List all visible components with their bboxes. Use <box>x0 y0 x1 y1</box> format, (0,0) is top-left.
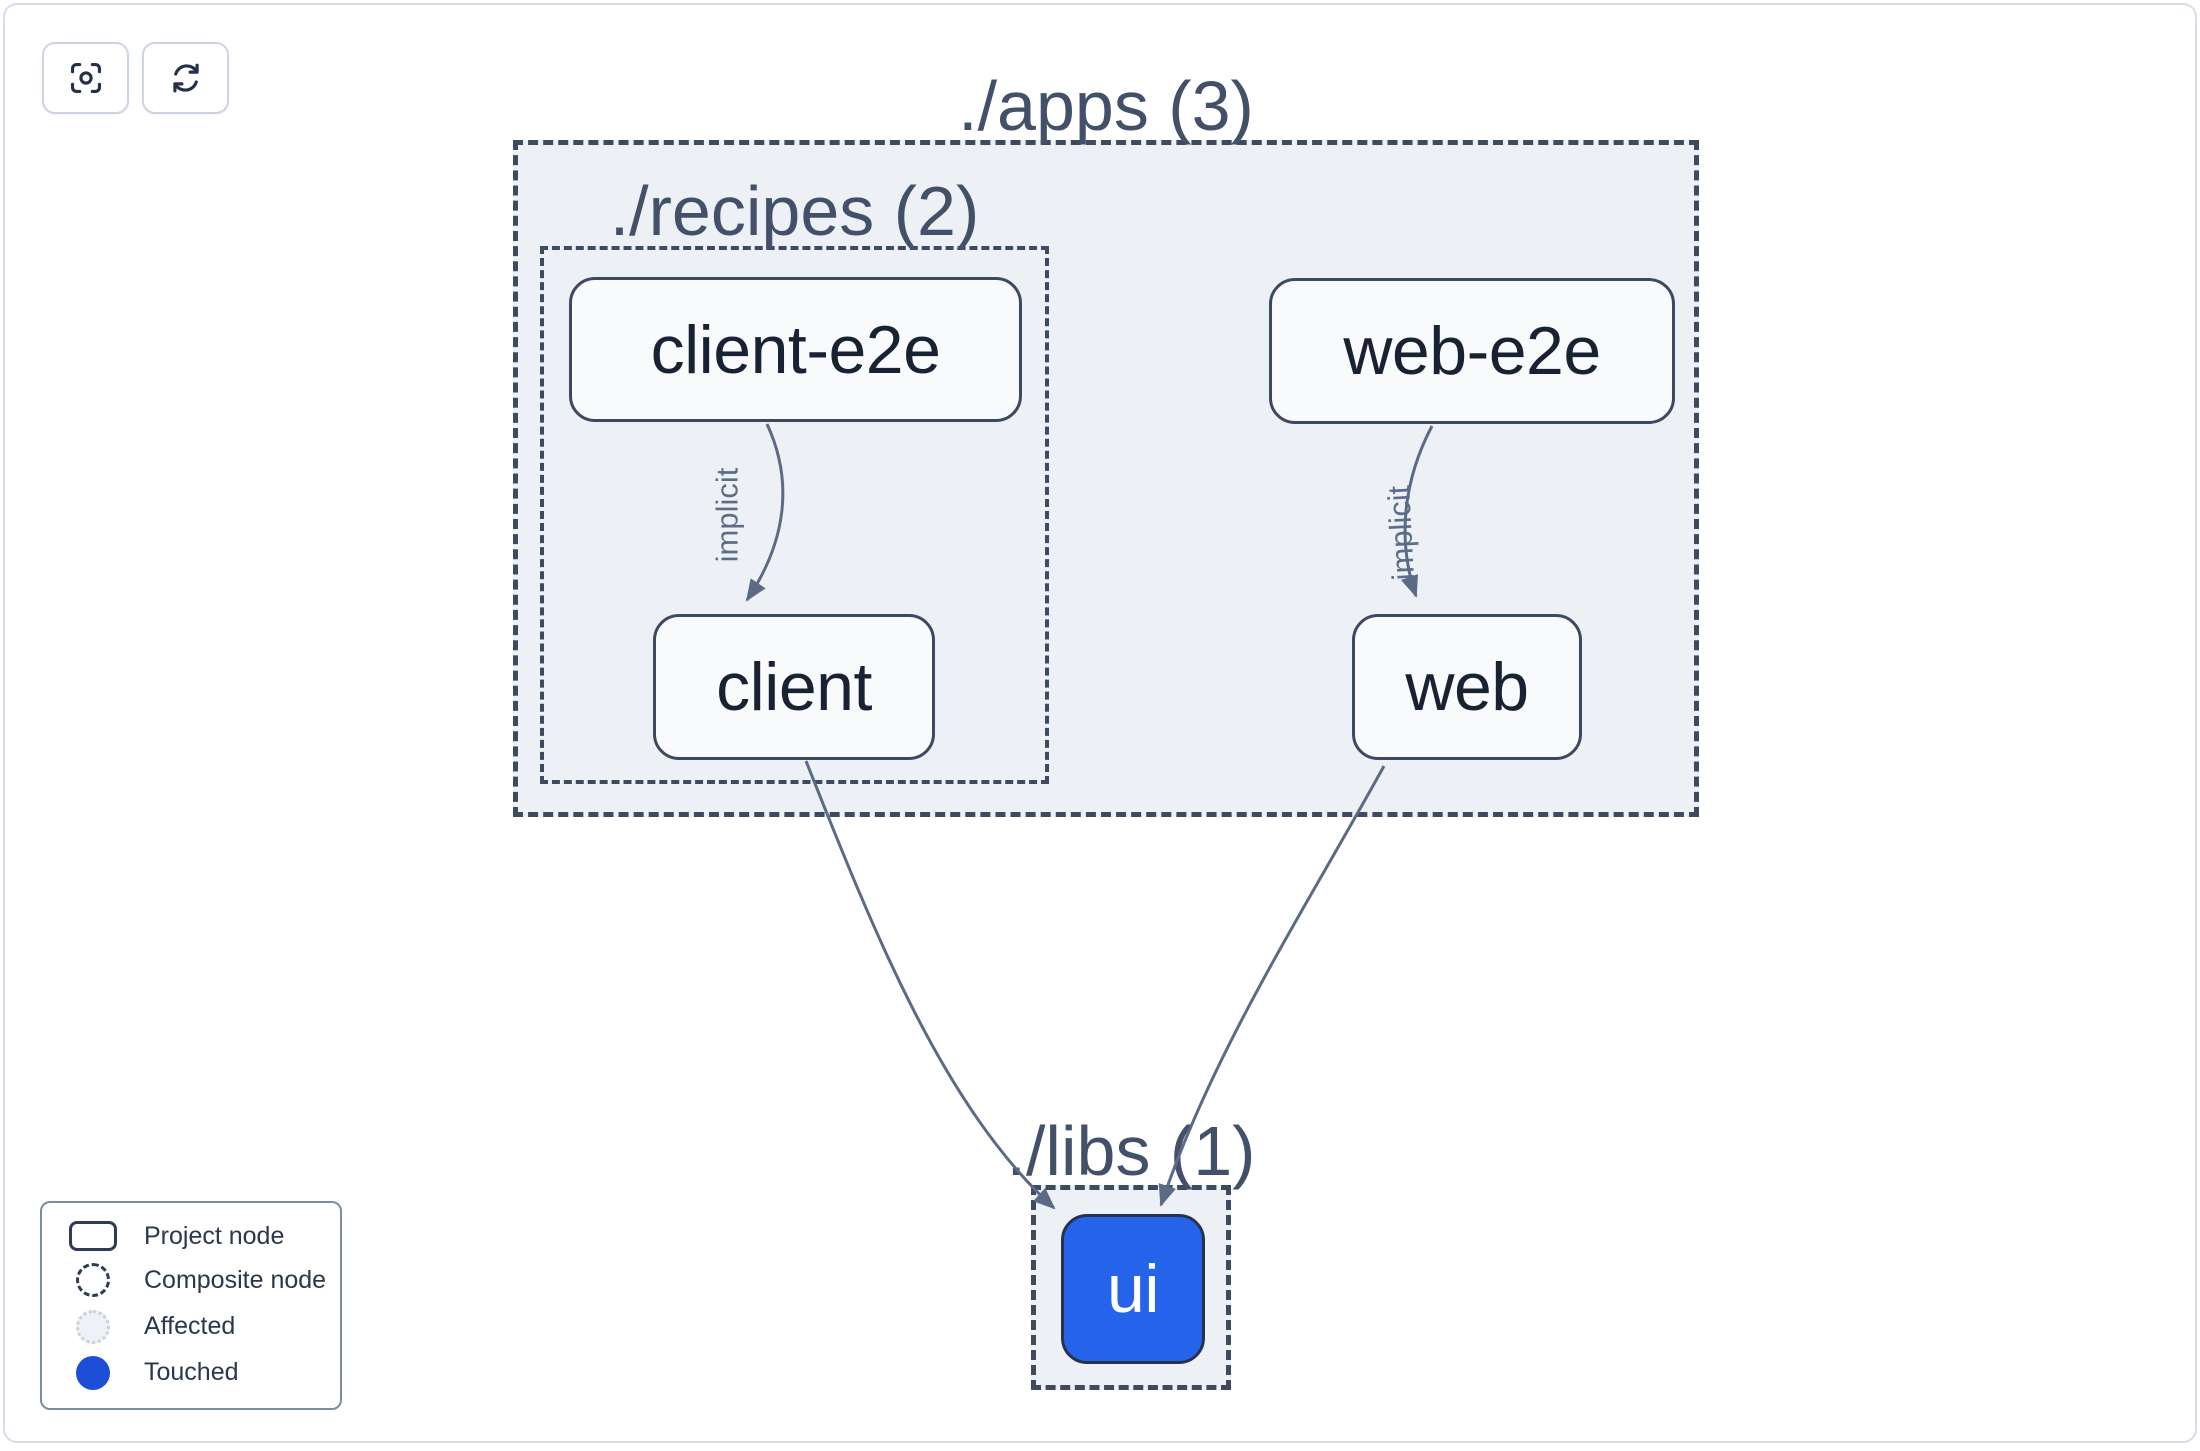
legend-label: Project node <box>144 1222 284 1251</box>
graph-canvas: ./apps (3) ./recipes (2) ./libs (1) impl… <box>3 3 2197 1443</box>
legend: Project node Composite node Affected Tou… <box>40 1201 342 1410</box>
node-web[interactable]: web <box>1352 614 1582 760</box>
node-web-label: web <box>1405 648 1528 726</box>
legend-item-affected: Affected <box>42 1310 340 1344</box>
legend-label: Composite node <box>144 1266 326 1295</box>
focus-button[interactable] <box>42 42 129 114</box>
group-recipes-label: ./recipes (2) <box>610 175 980 249</box>
node-client-label: client <box>716 648 872 726</box>
node-client-e2e-label: client-e2e <box>651 311 941 389</box>
node-web-e2e[interactable]: web-e2e <box>1269 278 1675 424</box>
node-ui-label: ui <box>1107 1250 1159 1328</box>
node-client-e2e[interactable]: client-e2e <box>569 277 1022 422</box>
node-client[interactable]: client <box>653 614 935 760</box>
affected-icon <box>76 1310 110 1344</box>
legend-item-project-node: Project node <box>42 1221 340 1251</box>
legend-label: Affected <box>144 1312 235 1341</box>
group-apps-label: ./apps (3) <box>958 70 1254 144</box>
group-libs-label: ./libs (1) <box>1007 1115 1256 1189</box>
legend-item-touched: Touched <box>42 1356 340 1390</box>
touched-icon <box>76 1356 110 1390</box>
refresh-button[interactable] <box>142 42 229 114</box>
node-ui[interactable]: ui <box>1061 1214 1205 1364</box>
focus-icon <box>67 59 105 97</box>
refresh-icon <box>167 59 205 97</box>
legend-item-composite-node: Composite node <box>42 1263 340 1297</box>
composite-node-icon <box>76 1263 110 1297</box>
node-web-e2e-label: web-e2e <box>1343 312 1600 390</box>
legend-label: Touched <box>144 1358 239 1387</box>
project-node-icon <box>69 1221 117 1251</box>
